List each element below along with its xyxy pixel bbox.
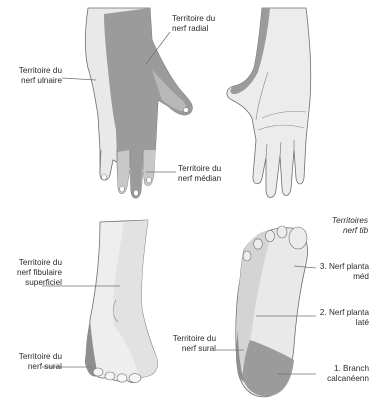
label-tibial-territories: Territoires nerf tib bbox=[316, 216, 368, 236]
label-sural-b-line2: nerf sural bbox=[164, 344, 216, 354]
label-tibial-line1: Territoires bbox=[316, 216, 368, 226]
label-fibular-line2: nerf fibulaire bbox=[4, 268, 62, 278]
label-median-territory: Territoire du nerf médian bbox=[178, 164, 221, 184]
label-median-line2: nerf médian bbox=[178, 174, 221, 184]
left-hand-dorsal bbox=[85, 8, 192, 198]
label-superficial-fibular-territory: Territoire du nerf fibulaire superficiel bbox=[4, 258, 62, 288]
label-sural-a-line1: Territoire du bbox=[10, 352, 62, 362]
label-medial-plantar: 3. Nerf planta méd bbox=[312, 262, 369, 282]
label-sural-b-line1: Territoire du bbox=[164, 334, 216, 344]
label-sural-territory-dorsal: Territoire du nerf sural bbox=[10, 352, 62, 372]
label-lateral-plantar-line1: 2. Nerf planta bbox=[312, 308, 369, 318]
label-lateral-plantar: 2. Nerf planta laté bbox=[312, 308, 369, 328]
label-sural-a-line2: nerf sural bbox=[10, 362, 62, 372]
label-lateral-plantar-line2: laté bbox=[312, 318, 369, 328]
foot-dorsal bbox=[85, 220, 157, 383]
label-radial-territory: Territoire du nerf radial bbox=[172, 14, 215, 34]
label-ulnar-territory: Territoire du nerf ulnaire bbox=[18, 66, 62, 86]
label-ulnar-line2: nerf ulnaire bbox=[18, 76, 62, 86]
label-sural-territory-plantar: Territoire du nerf sural bbox=[164, 334, 216, 354]
label-calcaneal-branch: 1. Branch calcanéenn bbox=[312, 364, 369, 384]
label-calcaneal-line2: calcanéenn bbox=[312, 374, 369, 384]
label-ulnar-line1: Territoire du bbox=[18, 66, 62, 76]
foot-plantar bbox=[236, 226, 308, 397]
label-calcaneal-line1: 1. Branch bbox=[312, 364, 369, 374]
right-hand-palmar bbox=[227, 8, 311, 198]
label-radial-line2: nerf radial bbox=[172, 24, 215, 34]
label-radial-line1: Territoire du bbox=[172, 14, 215, 24]
label-median-line1: Territoire du bbox=[178, 164, 221, 174]
label-medial-plantar-line2: méd bbox=[312, 272, 369, 282]
label-tibial-line2: nerf tib bbox=[316, 226, 368, 236]
label-fibular-line3: superficiel bbox=[4, 278, 62, 288]
label-medial-plantar-line1: 3. Nerf planta bbox=[312, 262, 369, 272]
right-hand-silhouette bbox=[227, 8, 311, 198]
label-fibular-line1: Territoire du bbox=[4, 258, 62, 268]
